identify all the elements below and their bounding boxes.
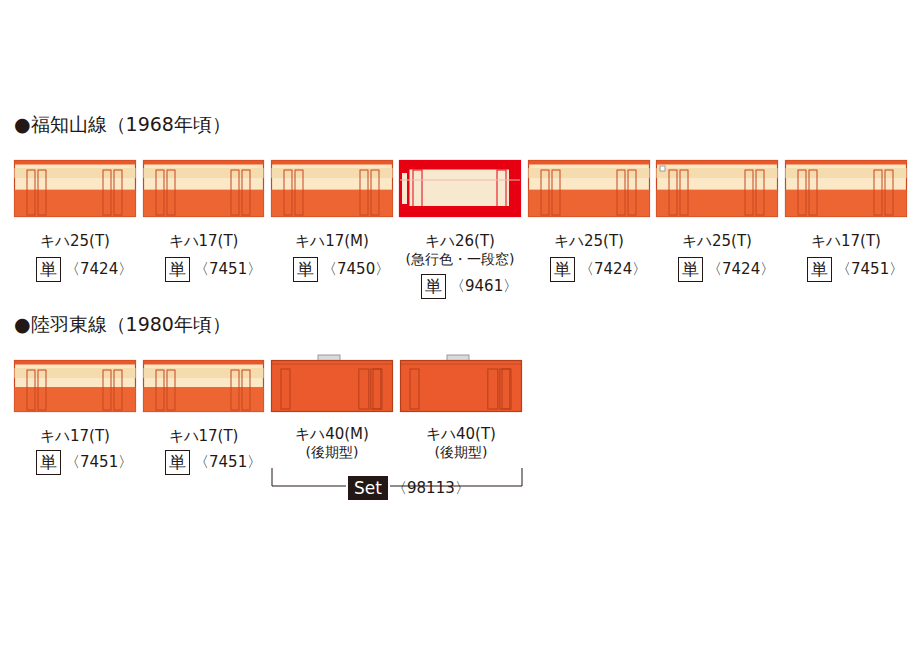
single-text: 単 — [169, 258, 186, 281]
car-name: キハ17(T) — [113, 232, 294, 250]
single-text: 単 — [682, 258, 699, 281]
car-caption: キハ26(T)(急行色・一段窓) — [369, 232, 551, 268]
car-body — [529, 161, 650, 217]
car-caption: キハ17(T) — [113, 427, 294, 445]
car-caption: キハ17(M) — [241, 232, 423, 250]
single-badge: 単 — [293, 257, 318, 282]
railcar-drawing — [271, 160, 393, 217]
railcar-drawing — [143, 160, 264, 217]
car-name: キハ40(M) — [241, 425, 423, 443]
railcar-drawing — [656, 160, 778, 217]
car-body — [144, 361, 264, 412]
railcar: キハ17(M) — [271, 160, 393, 217]
product-number: 〈7451〉 — [836, 260, 904, 278]
railcar: キハ17(T) — [14, 360, 136, 412]
car-caption: キハ25(T) — [626, 232, 808, 250]
single-text: 単 — [297, 258, 314, 281]
railcar-drawing — [399, 160, 521, 217]
car-body — [657, 161, 778, 217]
car-name: キハ17(T) — [113, 427, 294, 445]
car-caption: キハ40(M)(後期型) — [241, 425, 423, 461]
car-body — [786, 161, 907, 217]
railcar-drawing — [785, 160, 907, 217]
single-text: 単 — [40, 258, 57, 281]
car-body — [15, 161, 136, 217]
single-text: 単 — [169, 451, 186, 474]
single-text: 単 — [425, 275, 442, 298]
product-number: 〈7451〉 — [65, 453, 133, 471]
product-number: 〈9461〉 — [450, 277, 518, 295]
car-name: キハ25(T) — [626, 232, 808, 250]
single-text: 単 — [554, 258, 571, 281]
car-name: キハ40(T) — [370, 425, 552, 443]
railcar: キハ25(T) — [528, 160, 650, 217]
car-caption: キハ40(T)(後期型) — [370, 425, 552, 461]
car-body — [15, 361, 136, 412]
railcar: キハ25(T) — [656, 160, 778, 217]
railcar-drawing — [143, 360, 264, 412]
car-body — [272, 355, 393, 412]
car-name: キハ17(T) — [0, 427, 166, 445]
car-body — [400, 161, 521, 217]
single-text: 単 — [40, 451, 57, 474]
single-badge: 単 — [678, 257, 703, 282]
section-heading: ●陸羽東線（1980年頃） — [14, 312, 231, 336]
railcar: キハ17(T) — [785, 160, 907, 217]
single-badge: 単 — [165, 257, 190, 282]
railcar: キハ40(T)(後期型) — [400, 360, 522, 412]
single-badge: 単 — [36, 450, 61, 475]
railcar: キハ25(T) — [14, 160, 136, 217]
car-caption: キハ17(T) — [755, 232, 924, 250]
railcar-drawing — [14, 360, 136, 412]
car-name: キハ17(T) — [755, 232, 924, 250]
car-note: (後期型) — [370, 443, 552, 461]
car-note: (後期型) — [241, 443, 423, 461]
set-badge: Set — [348, 476, 388, 500]
car-name: キハ25(T) — [0, 232, 166, 250]
single-badge: 単 — [550, 257, 575, 282]
product-number: 〈98113〉 — [392, 479, 470, 497]
product-number: 〈7451〉 — [194, 453, 262, 471]
railcar-drawing — [528, 160, 650, 217]
railcar: キハ40(M)(後期型) — [271, 360, 393, 412]
railcar: キハ17(T) — [143, 160, 264, 217]
railcar-drawing — [271, 360, 393, 412]
railcar: キハ26(T)(急行色・一段窓) — [399, 160, 521, 217]
railcar: キハ17(T) — [143, 360, 264, 412]
car-body — [144, 161, 264, 217]
car-caption: キハ25(T) — [0, 232, 166, 250]
single-badge: 単 — [165, 450, 190, 475]
product-number: 〈7424〉 — [579, 260, 647, 278]
product-number: 〈7450〉 — [322, 260, 390, 278]
product-number: 〈7424〉 — [65, 260, 133, 278]
set-text: Set — [354, 478, 382, 498]
section-heading: ●福知山線（1968年頃） — [14, 112, 231, 136]
railcar-drawing — [400, 360, 522, 412]
car-caption: キハ17(T) — [0, 427, 166, 445]
car-name: キハ25(T) — [498, 232, 680, 250]
single-badge: 単 — [36, 257, 61, 282]
product-number: 〈7424〉 — [707, 260, 775, 278]
product-number: 〈7451〉 — [194, 260, 262, 278]
car-body — [401, 355, 522, 412]
car-body — [272, 161, 393, 217]
car-name: キハ17(M) — [241, 232, 423, 250]
railcar-drawing — [14, 160, 136, 217]
car-caption: キハ17(T) — [113, 232, 294, 250]
car-note: (急行色・一段窓) — [369, 250, 551, 268]
single-badge: 単 — [807, 257, 832, 282]
car-name: キハ26(T) — [369, 232, 551, 250]
car-caption: キハ25(T) — [498, 232, 680, 250]
single-text: 単 — [811, 258, 828, 281]
single-badge: 単 — [421, 274, 446, 299]
